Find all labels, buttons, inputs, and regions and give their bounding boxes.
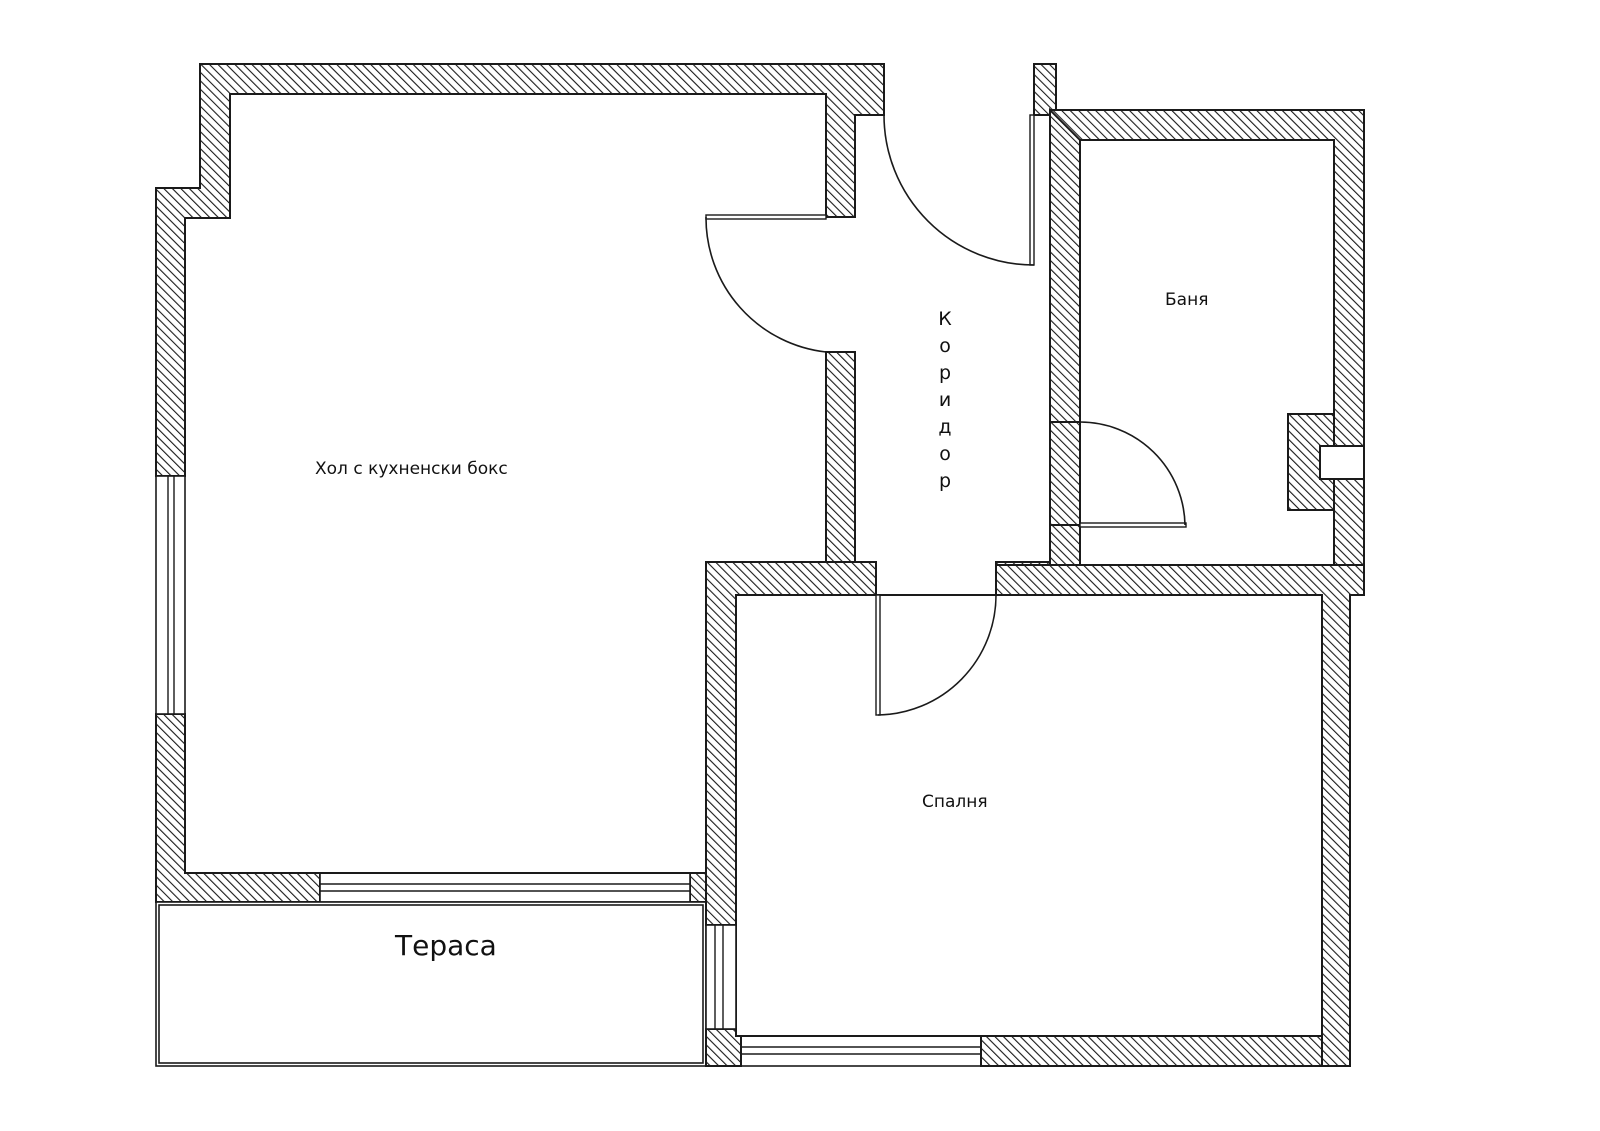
window-bedroom-bottom (740, 1035, 982, 1067)
wall-living-top (155, 63, 885, 477)
wall-corridor-stub (1033, 63, 1057, 116)
window-living-bottom (319, 872, 691, 903)
svg-text:и: и (939, 389, 951, 411)
door-bathroom (1079, 421, 1187, 528)
svg-text:о: о (939, 443, 951, 465)
label-terrace: Тераса (394, 929, 497, 962)
svg-text:К: К (938, 308, 952, 330)
wall-bathroom-left-lower (1049, 524, 1081, 566)
door-entrance (883, 114, 1035, 266)
svg-text:д: д (938, 416, 951, 438)
bedroom-interior (735, 594, 1323, 1037)
bathroom-niche-opening (1319, 445, 1365, 480)
svg-text:р: р (939, 362, 951, 384)
window-living-left (155, 475, 186, 715)
window-bedroom-left-top (705, 924, 737, 1030)
terrace (155, 901, 707, 1067)
label-bedroom: Спалня (922, 792, 988, 812)
svg-text:р: р (939, 470, 951, 492)
wall-bedroom-bottom-strip (980, 1035, 1323, 1067)
label-living-room: Хол с кухненски бокс (315, 459, 508, 479)
door-bedroom (875, 594, 997, 716)
svg-text:о: о (939, 335, 951, 357)
label-bathroom: Баня (1165, 290, 1208, 310)
door-living (705, 214, 827, 353)
label-corridor: К о р и д о р (938, 308, 952, 492)
